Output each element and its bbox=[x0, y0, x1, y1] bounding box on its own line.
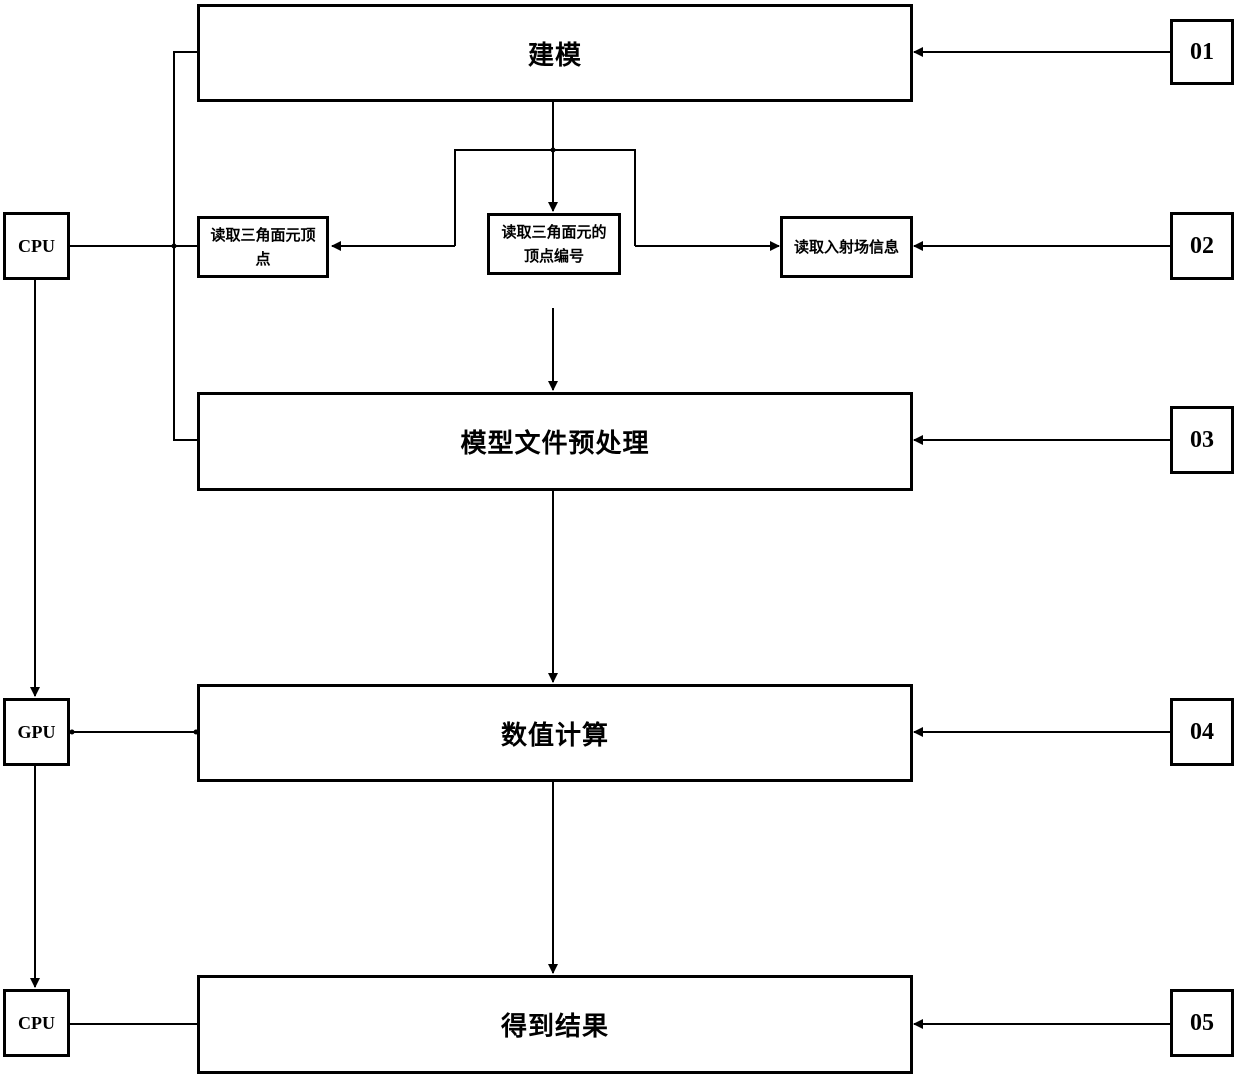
step-02-badge: 02 bbox=[1170, 212, 1234, 280]
step-05-badge: 05 bbox=[1170, 989, 1234, 1057]
step-01-badge: 01 bbox=[1170, 19, 1234, 85]
step-modeling-box: 建模 bbox=[197, 4, 913, 102]
cpu-box-top: CPU bbox=[3, 212, 70, 280]
step-03-badge: 03 bbox=[1170, 406, 1234, 474]
step-03-label: 03 bbox=[1190, 426, 1214, 453]
cpu-box-bottom: CPU bbox=[3, 989, 70, 1057]
cpu-top-label: CPU bbox=[18, 235, 55, 256]
step-02-label: 02 bbox=[1190, 232, 1214, 259]
substep-read-vertex-ids-label: 读取三角面元的顶点编号 bbox=[501, 223, 607, 265]
branch-line bbox=[454, 149, 636, 246]
substep-read-incident-field-label: 读取入射场信息 bbox=[793, 238, 899, 256]
cpu-bottom-label: CPU bbox=[18, 1012, 55, 1033]
substep-read-vertices-label: 读取三角面元顶点 bbox=[210, 226, 316, 268]
step-compute-box: 数值计算 bbox=[197, 684, 913, 782]
substep-read-vertex-ids-box: 读取三角面元的顶点编号 bbox=[487, 213, 621, 275]
substep-read-vertices-box: 读取三角面元顶点 bbox=[197, 216, 329, 278]
step-compute-label: 数值计算 bbox=[500, 720, 609, 751]
step-04-badge: 04 bbox=[1170, 698, 1234, 766]
step-result-box: 得到结果 bbox=[197, 975, 913, 1074]
substep-read-incident-field-box: 读取入射场信息 bbox=[780, 216, 913, 278]
step-preprocess-label: 模型文件预处理 bbox=[460, 429, 650, 459]
step-04-label: 04 bbox=[1190, 718, 1214, 745]
gpu-box: GPU bbox=[3, 698, 70, 766]
step-preprocess-box: 模型文件预处理 bbox=[197, 392, 913, 491]
step-result-label: 得到结果 bbox=[500, 1012, 609, 1042]
gpu-label: GPU bbox=[17, 721, 56, 742]
step-05-label: 05 bbox=[1190, 1009, 1214, 1036]
step-01-label: 01 bbox=[1190, 38, 1214, 65]
step-modeling-label: 建模 bbox=[527, 40, 582, 71]
